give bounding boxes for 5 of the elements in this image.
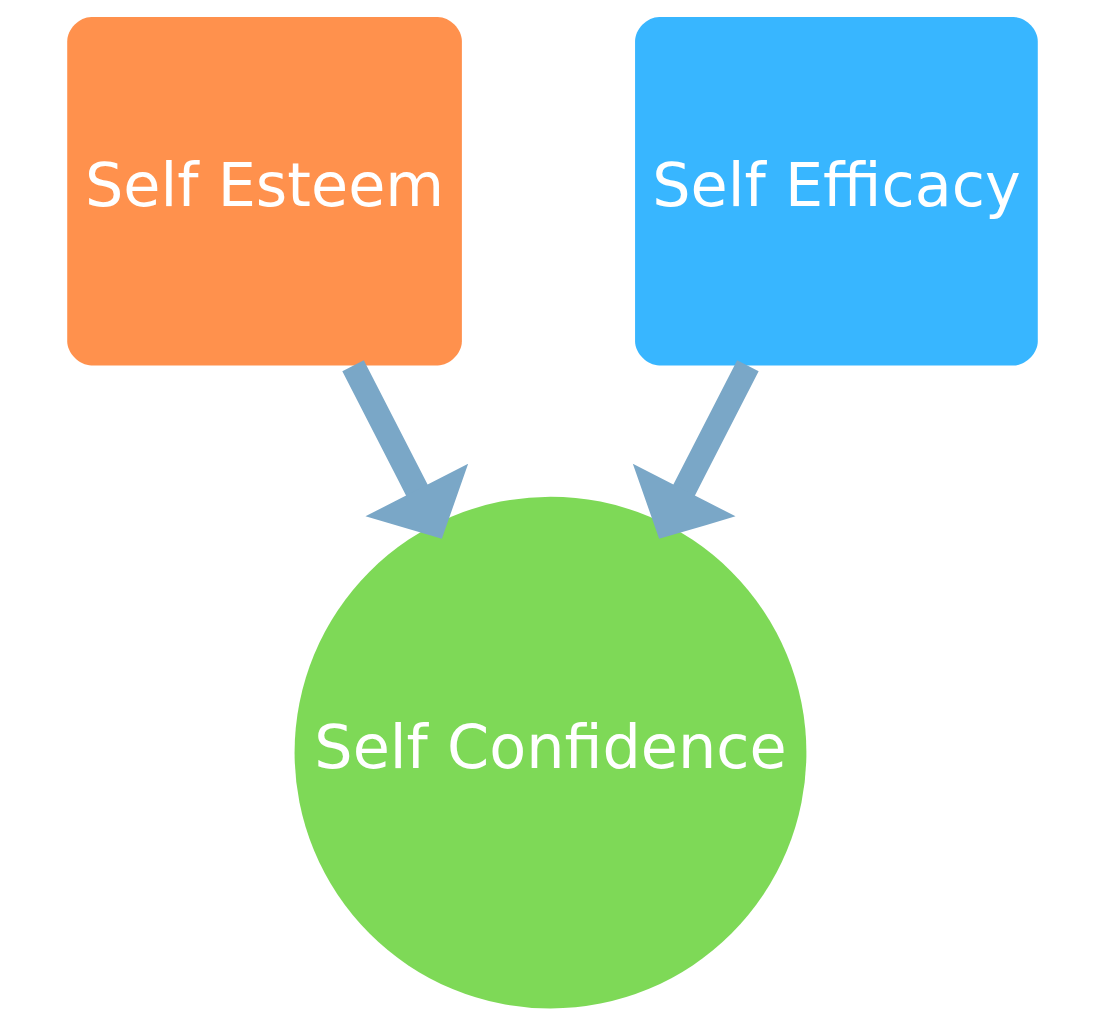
node-box: Self Esteem	[66, 16, 462, 365]
node-box: Self Efficacy	[634, 16, 1038, 365]
arrow	[632, 359, 759, 539]
node-circle: Self Confidence	[294, 496, 806, 1008]
arrow	[341, 359, 468, 539]
